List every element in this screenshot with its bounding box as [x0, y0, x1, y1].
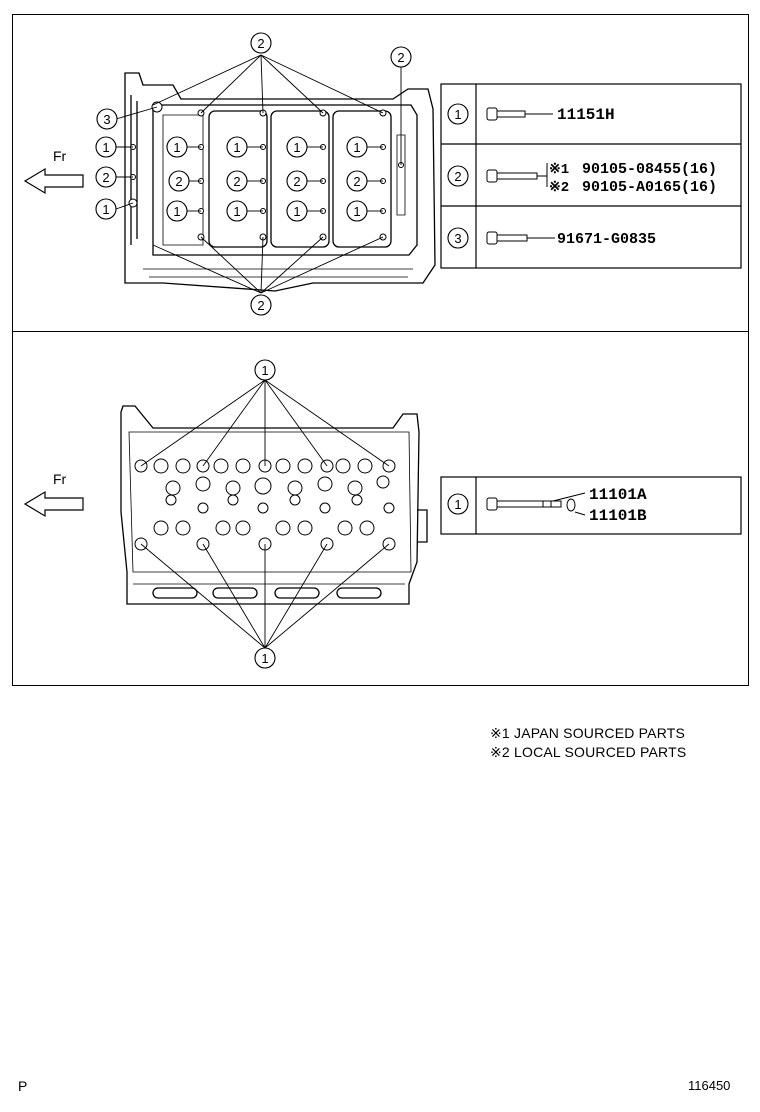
footer-drawing-number: 116450 — [688, 1078, 731, 1093]
part-number-11101B: 11101B — [589, 507, 647, 525]
callout-2-row2-a: 2 — [175, 174, 182, 189]
callout-2-row2-c: 2 — [293, 174, 300, 189]
head-bolt-icon — [486, 492, 586, 511]
cam-housing-outline — [124, 72, 436, 292]
direction-label-bottom: Fr — [53, 471, 67, 487]
bottom-panel: Fr 1 1 1 — [12, 331, 749, 686]
callout-1-row3-c: 1 — [293, 204, 300, 219]
legend-japan-sourced: ※1 JAPAN SOURCED PARTS — [490, 725, 686, 741]
callout-1-row1-a: 1 — [173, 140, 180, 155]
callout-1-bottom: 1 — [261, 651, 268, 666]
callout-1-row1-b: 1 — [233, 140, 240, 155]
parts-table-bottom: 1 11101A 11101B — [440, 476, 742, 535]
part-number-11101A: 11101A — [589, 486, 647, 504]
callout-3-left: 3 — [103, 112, 110, 127]
front-arrow-icon — [23, 167, 84, 195]
callout-1-row3-b: 1 — [233, 204, 240, 219]
cylinder-head-diagram: Fr 1 1 1 — [23, 359, 742, 669]
footer-left-code: P — [18, 1078, 28, 1094]
callout-1-row3-a: 1 — [173, 204, 180, 219]
leader-lines — [140, 379, 390, 649]
part-number-11151H: 11151H — [557, 106, 615, 124]
cylinder-head-outline — [120, 405, 428, 605]
table-ref-2: 2 — [454, 169, 461, 184]
direction-label: Fr — [53, 148, 67, 164]
callout-2-top: 2 — [257, 36, 264, 51]
table-ref-3: 3 — [454, 231, 461, 246]
part-number-91671-G0835: 91671-G0835 — [557, 231, 656, 248]
leader-lines — [115, 54, 402, 294]
valve-ports — [134, 458, 396, 551]
table-ref-1-bottom: 1 — [454, 497, 461, 512]
callouts — [95, 32, 412, 316]
parts-table-top: 1 2 3 11151H ※1 90105-08455(16) ※2 90105… — [440, 83, 742, 269]
part-number-90105-A0165: 90105-A0165(16) — [582, 179, 717, 196]
front-arrow-icon — [23, 490, 84, 518]
local-source-mark: ※2 — [549, 180, 569, 196]
callout-2-row2-d: 2 — [353, 174, 360, 189]
callout-2-row2-b: 2 — [233, 174, 240, 189]
legend-local-sourced: ※2 LOCAL SOURCED PARTS — [490, 744, 687, 760]
bolt-icon — [486, 107, 555, 245]
callout-2-right: 2 — [397, 50, 404, 65]
cam-housing-diagram: Fr — [23, 32, 742, 316]
callout-1-row3-d: 1 — [353, 204, 360, 219]
callout-1-top: 1 — [261, 363, 268, 378]
washer-icon — [566, 498, 586, 516]
callout-1-row1-c: 1 — [293, 140, 300, 155]
callout-1-left-a: 1 — [102, 140, 109, 155]
source-legend: ※1 JAPAN SOURCED PARTS ※2 LOCAL SOURCED … — [490, 724, 686, 762]
japan-source-mark: ※1 — [549, 162, 569, 178]
callout-1-row1-d: 1 — [353, 140, 360, 155]
table-ref-1: 1 — [454, 107, 461, 122]
callout-1-left-b: 1 — [102, 202, 109, 217]
callout-2-left: 2 — [102, 170, 109, 185]
top-panel: Fr — [12, 14, 749, 332]
callout-2-bottom: 2 — [257, 298, 264, 313]
part-number-90105-08455: 90105-08455(16) — [582, 161, 717, 178]
